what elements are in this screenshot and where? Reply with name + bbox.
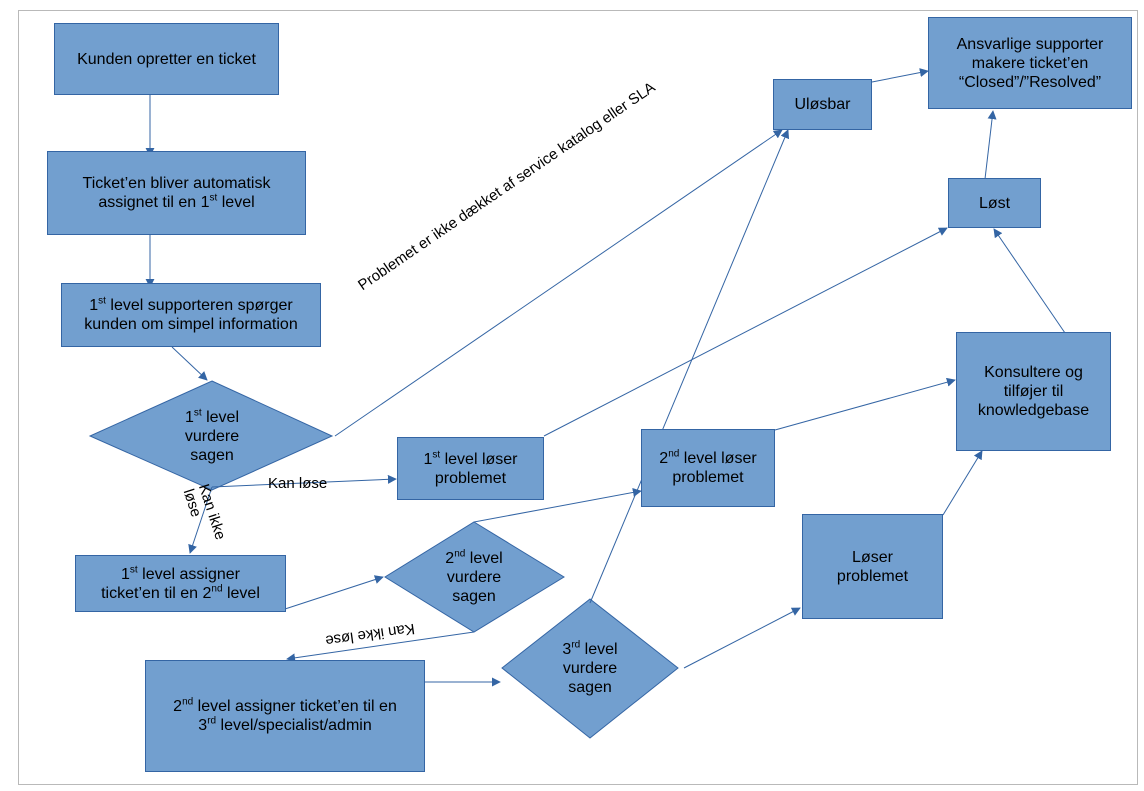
decision-first-level-shape xyxy=(88,380,334,491)
node-auto-assign-text: Ticket’en bliver automatisk assignet til… xyxy=(82,175,271,211)
node-first-solves-text: 1st level løser problemet xyxy=(423,449,518,487)
edge-decision-to-first-assign xyxy=(188,486,213,554)
edge-unsolvable-to-closed xyxy=(871,68,929,83)
node-second-solves-text: 2nd level løser problemet xyxy=(659,448,757,486)
edge-kb-to-solved xyxy=(993,228,1066,334)
edge-solves-to-kb xyxy=(942,450,983,516)
node-create-ticket: Kunden opretter en ticket xyxy=(54,23,279,95)
node-second-assign-third: 2nd level assigner ticket’en til en 3rd … xyxy=(145,660,425,772)
node-second-solves: 2nd level løser problemet xyxy=(641,429,775,507)
node-first-solves: 1st level løser problemet xyxy=(397,437,544,500)
node-first-assign-second: 1st level assigner ticket’en til en 2nd … xyxy=(75,555,286,612)
edge-first-assign-to-second-decision xyxy=(284,575,384,610)
edge-third-decision-to-solves xyxy=(683,607,801,669)
node-closed: Ansvarlige supporter makere ticket’en “C… xyxy=(928,17,1132,109)
decision-first-level-label: 1st level vurdere sagen xyxy=(184,407,240,464)
node-first-assign-second-text: 1st level assigner ticket’en til en 2nd … xyxy=(101,564,260,602)
node-first-info: 1st level supporteren spørger kunden om … xyxy=(61,283,321,347)
edge-decision-to-first-solves xyxy=(211,474,397,488)
edge-third-decision-to-unsolvable xyxy=(589,129,790,604)
node-solved: Løst xyxy=(948,178,1041,228)
node-unsolvable: Uløsbar xyxy=(773,79,872,130)
node-solved-text: Løst xyxy=(978,194,1011,212)
node-create-ticket-text: Kunden opretter en ticket xyxy=(77,50,256,68)
edge-first-solves-to-solved xyxy=(543,227,948,437)
decision-third-level-shape xyxy=(501,598,679,739)
node-consult-kb-text: Konsultere og tilføjer til knowledgebase xyxy=(977,364,1090,419)
node-second-assign-third-text: 2nd level assigner ticket’en til en 3rd … xyxy=(173,696,397,734)
edge-second-solves-to-kb xyxy=(774,377,956,431)
node-solves-problem: Løser problemet xyxy=(802,514,943,619)
edge-second-decision-to-second-assign xyxy=(286,631,475,663)
edge-info-to-decision xyxy=(171,346,208,381)
edge-label-can-solve: Kan løse xyxy=(268,475,328,492)
edge-solved-to-closed xyxy=(984,110,997,180)
page-frame xyxy=(18,10,1138,785)
node-closed-text: Ansvarlige supporter makere ticket’en “C… xyxy=(956,35,1104,91)
node-auto-assign: Ticket’en bliver automatisk assignet til… xyxy=(47,151,306,235)
node-solves-problem-text: Løser problemet xyxy=(836,548,909,585)
node-consult-kb: Konsultere og tilføjer til knowledgebase xyxy=(956,332,1111,451)
decision-second-level-label: 2nd level vurdere sagen xyxy=(445,548,503,605)
node-first-info-text: 1st level supporteren spørger kunden om … xyxy=(84,295,298,333)
decision-third-level-label: 3rd level vurdere sagen xyxy=(562,639,618,696)
node-unsolvable-text: Uløsbar xyxy=(794,96,851,113)
edge-decision-to-unsolvable xyxy=(334,129,783,437)
edge-second-decision-to-second-solves xyxy=(473,488,642,523)
